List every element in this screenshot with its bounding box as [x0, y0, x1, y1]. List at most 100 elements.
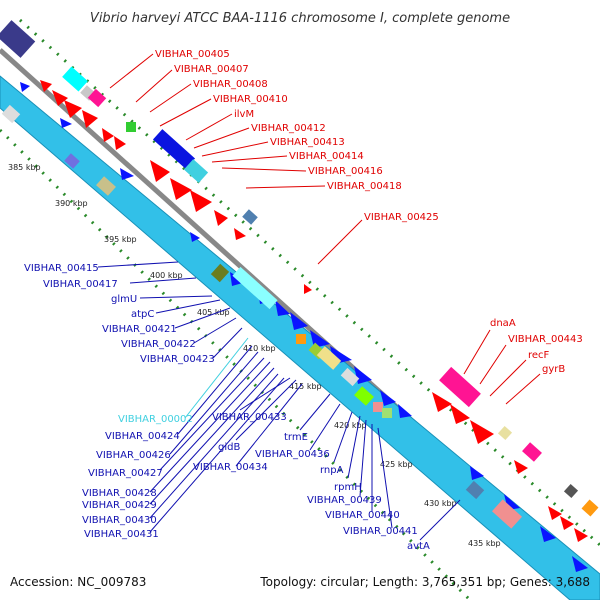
gene-label: VIBHAR_00405	[155, 49, 230, 60]
gene-label: VIBHAR_00410	[213, 94, 288, 105]
label-connector	[185, 113, 233, 141]
rna-block	[232, 266, 278, 310]
left-gene-label-texts: VIBHAR_00415 VIBHAR_00417 glmU atpC VIBH…	[24, 263, 215, 540]
gene-block	[497, 425, 513, 441]
right-gene-label-texts: dnaA VIBHAR_00443 recF gyrB	[490, 318, 583, 375]
inner-tick-guide	[0, 128, 472, 600]
label-connector	[299, 393, 331, 431]
label-connector	[505, 373, 541, 405]
rna-block	[62, 66, 88, 92]
label-connector	[309, 403, 341, 451]
gene-label: VIBHAR_00002	[118, 414, 193, 425]
gene-block	[373, 402, 383, 412]
forward-gene	[190, 190, 212, 212]
gene-label: VIBHAR_00418	[327, 181, 402, 192]
label-connector	[463, 329, 491, 375]
forward-gene	[102, 128, 114, 142]
label-connector	[135, 69, 173, 103]
tick-label: 430 kbp	[424, 499, 457, 508]
gene-block	[354, 386, 374, 406]
gene-block	[183, 159, 209, 183]
tick-label: 420 kbp	[334, 421, 367, 430]
label-connector	[211, 155, 288, 163]
gene-label: VIBHAR_00416	[308, 166, 383, 177]
gene-label: VIBHAR_00423	[140, 354, 215, 365]
outer-tick-guide	[18, 18, 600, 547]
gene-label: glmU	[111, 294, 137, 305]
forward-gene	[114, 136, 126, 150]
top-gene-label-texts: VIBHAR_00405 VIBHAR_00407 VIBHAR_00408 V…	[155, 49, 439, 223]
reverse-gene	[398, 404, 412, 418]
gene-label: VIBHAR_00429	[82, 500, 157, 511]
gene-label: avtA	[407, 541, 430, 552]
forward-gene	[82, 110, 98, 128]
forward-gene	[548, 506, 562, 520]
gene-label: recF	[528, 350, 550, 361]
label-connector	[245, 185, 326, 189]
label-connector	[139, 295, 213, 299]
gene-label: VIBHAR_00413	[270, 137, 345, 148]
tick-label: 410 kbp	[243, 344, 276, 353]
left-gene-labels	[97, 261, 285, 533]
gene-label: VIBHAR_00421	[102, 324, 177, 335]
label-connector	[377, 427, 393, 529]
top-gene-labels	[109, 53, 363, 265]
gene-block	[242, 209, 258, 225]
reverse-gene	[470, 466, 484, 480]
gene-label: VIBHAR_00433	[212, 412, 287, 423]
tick-label: 435 kbp	[468, 539, 501, 548]
label-connector	[347, 415, 361, 479]
label-connector	[159, 357, 265, 471]
gene-label: atpC	[131, 309, 154, 320]
gene-label: VIBHAR_00424	[105, 431, 180, 442]
label-connector	[149, 367, 275, 505]
forward-gene	[560, 516, 574, 530]
forward-gene	[214, 210, 228, 226]
gene-label: ilvM	[234, 109, 254, 120]
gene-label: VIBHAR_00427	[88, 468, 163, 479]
reverse-gene	[275, 300, 290, 316]
right-gene-labels	[463, 329, 541, 405]
label-connector	[184, 337, 249, 419]
reverse-gene	[290, 312, 308, 330]
gene-block	[581, 499, 599, 517]
gene-block	[1, 104, 21, 124]
label-connector	[317, 219, 363, 265]
forward-gene	[470, 420, 494, 444]
gene-block	[522, 442, 542, 462]
tick-label: 390 kbp	[55, 199, 88, 208]
tick-label: 425 kbp	[380, 460, 413, 469]
gene-label: VIBHAR_00426	[96, 450, 171, 461]
tick-label: 385 kbp	[8, 163, 41, 172]
label-connector	[109, 53, 154, 89]
forward-gene	[170, 178, 192, 200]
gene-block	[340, 367, 360, 387]
gene-block	[0, 20, 36, 58]
reverse-gene	[20, 82, 30, 92]
tick-label: 395 kbp	[104, 235, 137, 244]
gene-block	[64, 153, 80, 169]
reverse-gene	[380, 390, 396, 406]
reverse-gene	[190, 232, 200, 242]
map-title: Vibrio harveyi ATCC BAA-1116 chromosome …	[90, 11, 510, 26]
forward-gene	[40, 80, 52, 92]
reverse-gene	[572, 556, 588, 572]
gene-label: gidB	[218, 442, 240, 453]
label-connector	[159, 98, 212, 127]
tick-label: 405 kbp	[197, 308, 230, 317]
label-connector	[333, 411, 353, 463]
gene-label: VIBHAR_00414	[289, 151, 364, 162]
label-connector	[129, 277, 197, 284]
label-connector	[489, 359, 527, 397]
gene-label: VIBHAR_00408	[193, 79, 268, 90]
label-connector	[221, 167, 307, 172]
reverse-gene	[60, 118, 72, 128]
label-connector	[193, 127, 250, 149]
gene-label: rpmH	[334, 482, 362, 493]
gene-block	[439, 366, 481, 408]
label-connector	[177, 345, 253, 435]
gene-block	[96, 176, 116, 196]
forward-gene	[432, 392, 452, 412]
